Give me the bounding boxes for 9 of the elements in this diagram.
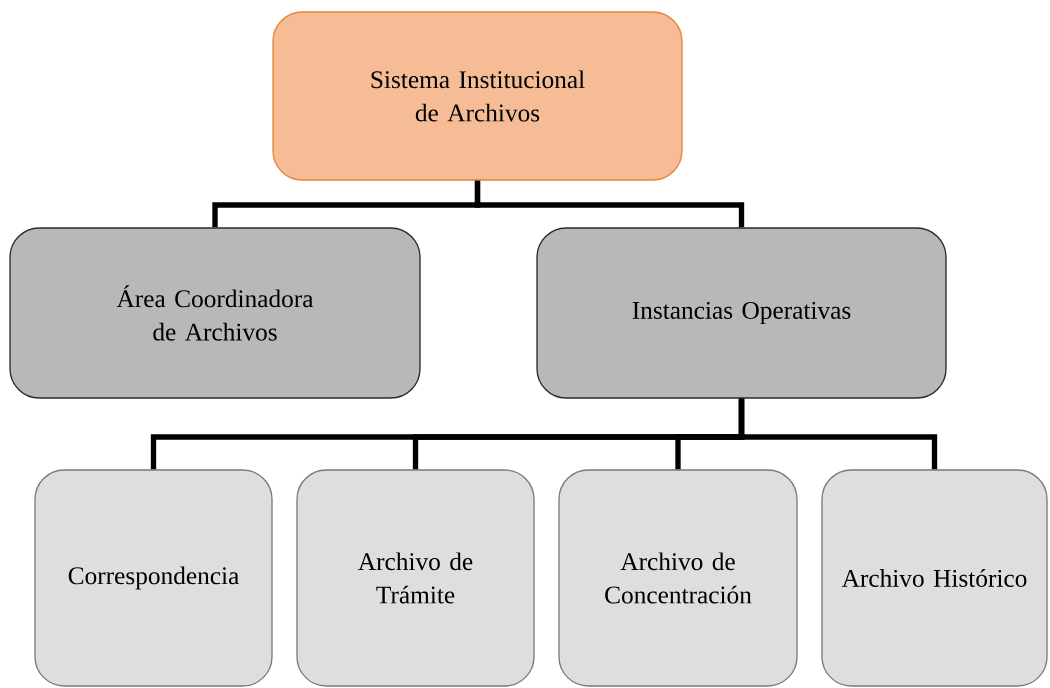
org-box: Área Coordinadora de Archivos <box>9 227 421 399</box>
org-box: Sistema Institucional de Archivos <box>272 11 683 181</box>
org-box: Archivo de Concentración <box>558 469 798 687</box>
org-box: Instancias Operativas <box>536 227 947 399</box>
org-box: Correspondencia <box>34 469 273 687</box>
connector <box>738 398 938 470</box>
org-box: Archivo Histórico <box>821 469 1048 687</box>
org-box: Archivo de Trámite <box>296 469 535 687</box>
connector <box>474 180 745 228</box>
